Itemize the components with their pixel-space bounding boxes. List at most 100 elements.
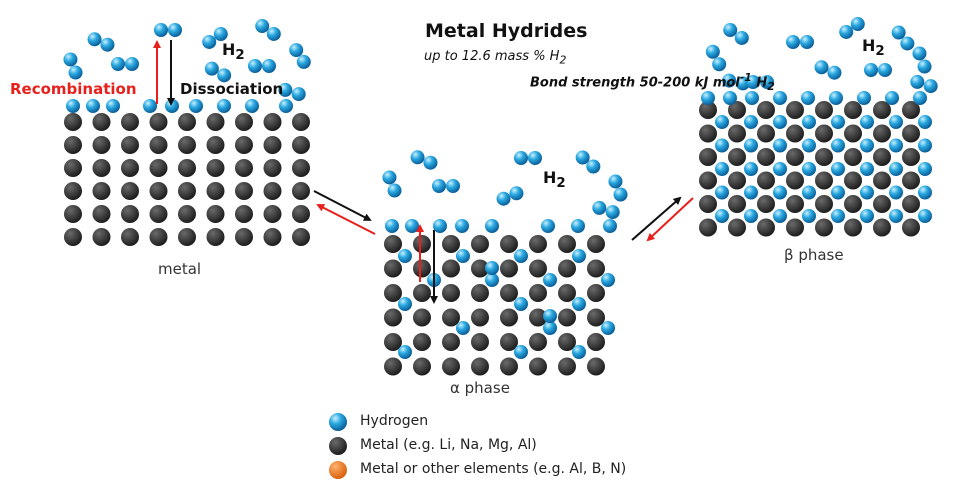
absorbed-hydrogen-atom xyxy=(398,345,412,359)
metal-atom xyxy=(413,357,431,376)
h2-molecule-atom xyxy=(923,79,938,94)
metal-atom xyxy=(206,228,225,246)
absorbed-hydrogen-atom xyxy=(398,249,412,263)
absorbed-hydrogen-atom xyxy=(715,185,729,200)
absorbed-hydrogen-atom xyxy=(715,138,729,153)
h2-molecule-atom xyxy=(217,68,232,83)
metal-atom xyxy=(844,218,862,237)
h2-molecule-atom xyxy=(800,35,814,49)
bond-strength-label: Bond strength 50-200 kJ mol-1 H2 xyxy=(530,71,775,93)
h2-molecule-atom xyxy=(760,75,774,89)
h2-molecule-atom xyxy=(432,179,446,193)
adsorbed-hydrogen-atom xyxy=(433,219,447,233)
h2-molecule-atom xyxy=(514,151,528,165)
metal-atom xyxy=(206,113,225,131)
h2-molecule-atom xyxy=(786,35,800,49)
h2-molecule-atom xyxy=(446,179,460,193)
absorbed-hydrogen-atom xyxy=(802,185,816,200)
metal-atom xyxy=(587,284,605,302)
metal-atom xyxy=(149,159,168,177)
diagram-title: Metal Hydrides xyxy=(425,20,588,42)
metal-atom xyxy=(292,228,310,246)
metal-atom xyxy=(92,113,111,131)
metal-atom xyxy=(292,182,310,200)
h2-label-beta: H2 xyxy=(862,36,885,60)
metal-atom xyxy=(292,113,310,131)
h2-molecule-atom xyxy=(213,27,228,42)
metal-atom xyxy=(815,218,833,237)
recombination-label: Recombination xyxy=(10,80,137,98)
metal-atom xyxy=(699,171,717,190)
metal-atom xyxy=(413,259,431,278)
adsorbed-hydrogen-atom xyxy=(745,91,759,105)
h2-molecule-atom xyxy=(878,63,892,77)
absorbed-hydrogen-atom xyxy=(860,138,874,153)
h2-molecule-atom xyxy=(266,26,281,41)
absorbed-hydrogen-atom xyxy=(514,297,528,311)
metal-atom xyxy=(178,182,196,200)
metal-atom xyxy=(235,113,253,131)
metal-atom xyxy=(384,259,402,278)
h2-molecule-atom xyxy=(528,151,542,165)
metal-atom xyxy=(815,101,833,119)
absorbed-hydrogen-atom xyxy=(773,138,787,153)
adsorbed-hydrogen-atom xyxy=(385,219,399,233)
absorbed-hydrogen-atom xyxy=(860,185,874,200)
absorbed-hydrogen-atom xyxy=(572,249,586,263)
metal-atom xyxy=(902,195,920,213)
adsorbed-hydrogen-atom xyxy=(829,91,843,105)
metal-atom xyxy=(558,259,576,278)
metal-atom xyxy=(902,148,920,166)
metal-atom xyxy=(902,171,920,190)
metal-atom xyxy=(263,228,282,246)
absorbed-hydrogen-atom xyxy=(744,115,758,129)
absorbed-hydrogen-atom xyxy=(715,209,729,223)
metal-atom xyxy=(728,101,746,119)
metal-atom xyxy=(263,159,282,177)
metal-atom xyxy=(292,136,310,154)
adsorbed-hydrogen-atom xyxy=(279,99,293,113)
metal-atom xyxy=(844,124,862,143)
absorbed-hydrogen-atom xyxy=(802,162,816,176)
absorbed-hydrogen-atom xyxy=(889,185,903,200)
adsorbed-hydrogen-atom xyxy=(405,219,419,233)
h2-molecule-atom xyxy=(423,155,438,170)
metal-atom xyxy=(873,101,891,119)
metal-atom xyxy=(64,228,82,246)
adsorbed-hydrogen-atom xyxy=(857,91,871,105)
metal-atom xyxy=(263,136,282,154)
h2-molecule-atom xyxy=(291,87,306,102)
h2-molecule-atom xyxy=(125,57,139,71)
adsorbed-hydrogen-atom xyxy=(773,91,787,105)
metal-atom xyxy=(529,333,547,351)
arrows-group xyxy=(153,40,694,304)
metal-atom xyxy=(121,136,139,154)
adsorbed-hydrogen-atom xyxy=(603,219,617,233)
metal-atom xyxy=(786,171,804,190)
absorbed-hydrogen-atom xyxy=(802,138,816,153)
h2-molecule-atom xyxy=(608,174,623,189)
absorbed-hydrogen-atom xyxy=(715,162,729,176)
absorbed-hydrogen-atom xyxy=(572,345,586,359)
metal-atom xyxy=(902,101,920,119)
metal-atom xyxy=(92,205,111,223)
adsorbed-hydrogen-atom xyxy=(801,91,815,105)
legend-label-0: Hydrogen xyxy=(360,413,429,429)
metal-atom xyxy=(786,218,804,237)
metal-atom xyxy=(92,228,111,246)
absorbed-hydrogen-atom xyxy=(831,209,845,223)
metal-atom xyxy=(728,171,746,190)
metal-atom xyxy=(699,218,717,237)
h2-molecule-atom xyxy=(586,159,601,174)
metal-atom xyxy=(757,171,775,190)
absorbed-hydrogen-atom xyxy=(543,321,557,335)
h2-label-metal: H2 xyxy=(222,40,245,64)
metal-atom xyxy=(728,195,746,213)
absorbed-hydrogen-atom xyxy=(860,209,874,223)
metal-atom xyxy=(529,259,547,278)
absorbed-hydrogen-atom xyxy=(601,273,615,287)
metal-atom xyxy=(500,357,518,376)
metal-atom xyxy=(728,124,746,143)
absorbed-hydrogen-atom xyxy=(456,321,470,335)
h2-molecule-atom xyxy=(289,43,304,58)
